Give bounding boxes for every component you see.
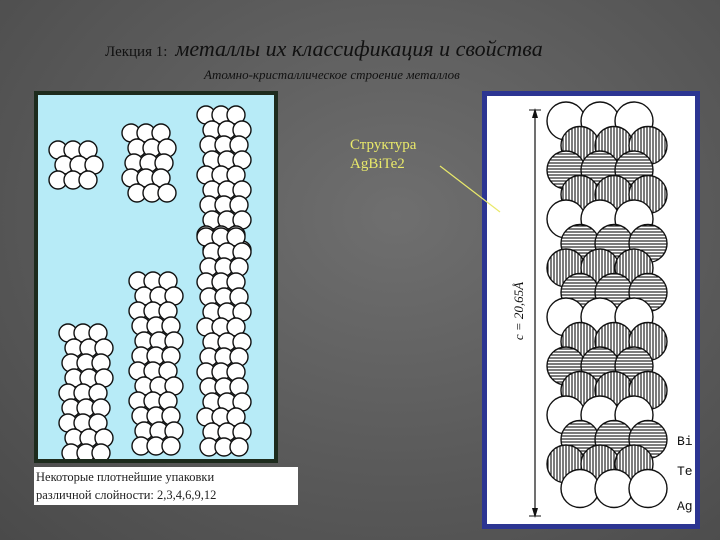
structure-label-formula: AgBiTe2 <box>350 156 405 172</box>
packing-caption: Некоторые плотнейшие упаковки различной … <box>34 467 298 505</box>
packing-atom <box>161 436 181 456</box>
structure-label: Структура AgBiTe2 <box>350 136 416 174</box>
legend-te: Te <box>677 464 693 479</box>
c-dimension-arrow <box>529 108 541 518</box>
agbite2-structure-figure: c = 20,65Å Bi Te Ag <box>482 91 700 529</box>
slide-title: металлы их классификация и свойства <box>175 36 543 61</box>
legend-bi: Bi <box>677 434 693 449</box>
caption-line-1: Некоторые плотнейшие упаковки <box>36 470 215 484</box>
legend: Bi Te Ag <box>677 434 693 514</box>
packing-atom <box>91 443 111 459</box>
lecture-label: Лекция 1: <box>105 44 168 60</box>
slide-header: Лекция 1: металлы их классификация и сво… <box>105 36 543 62</box>
legend-ag: Ag <box>677 499 693 514</box>
packing-stacks-drawing <box>48 105 252 459</box>
structure-atom <box>560 468 600 509</box>
agbite2-drawing: c = 20,65Å Bi Te Ag <box>511 101 693 518</box>
packing-atom <box>229 437 249 457</box>
packing-figure <box>34 91 278 463</box>
c-dimension-label: c = 20,65Å <box>511 282 526 340</box>
packing-atom <box>78 170 98 190</box>
slide-subtitle: Атомно-кристаллическое строение металлов <box>204 67 460 82</box>
structure-atom <box>628 468 668 509</box>
atom-column <box>546 101 668 509</box>
structure-atom <box>594 468 634 509</box>
structure-label-line1: Структура <box>350 137 417 153</box>
packing-atom <box>157 183 177 203</box>
caption-line-2: различной слойности: 2,3,4,6,9,12 <box>36 488 217 502</box>
